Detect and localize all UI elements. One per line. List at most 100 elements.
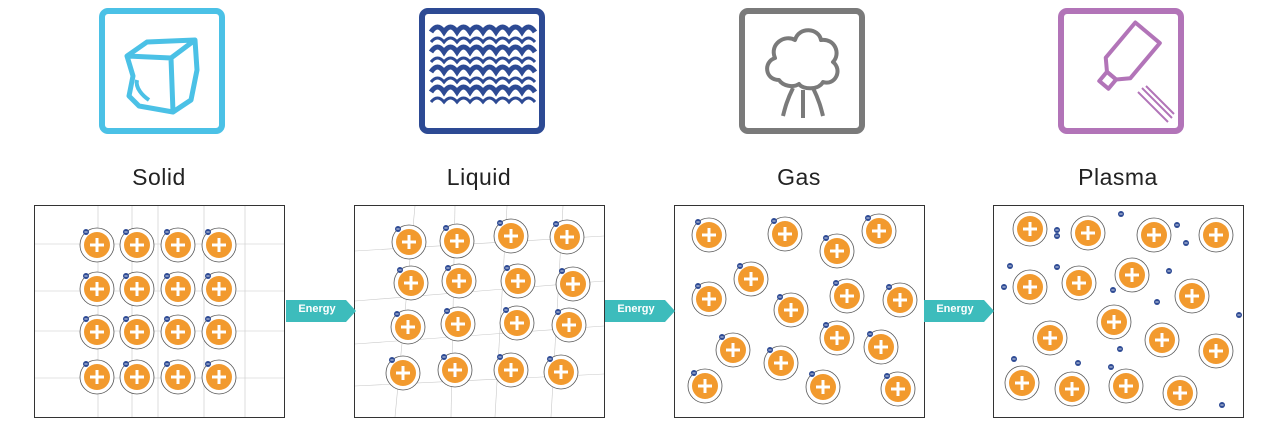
plus-sign [504, 229, 518, 243]
plus-sign [874, 340, 888, 354]
plus-sign [396, 366, 410, 380]
atom [119, 359, 155, 395]
atom [79, 359, 115, 395]
plus-sign [402, 235, 416, 249]
plus-sign [130, 325, 144, 339]
plus-sign [702, 228, 716, 242]
atom [1004, 365, 1040, 401]
atom [1012, 211, 1048, 247]
plus-sign [401, 320, 415, 334]
atom [441, 263, 477, 299]
plus-sign [1107, 315, 1121, 329]
plus-sign [1065, 382, 1079, 396]
atom [551, 307, 587, 343]
plus-sign [510, 316, 524, 330]
plus-sign [450, 234, 464, 248]
plus-sign [1155, 333, 1169, 347]
energy-label: Energy [617, 303, 655, 315]
atom [440, 306, 476, 342]
plus-sign [554, 365, 568, 379]
atom [160, 314, 196, 350]
plus-sign [1072, 276, 1086, 290]
energy-arrow: Energy [605, 300, 675, 322]
plus-sign [90, 325, 104, 339]
state-solid: Solid [33, 0, 285, 429]
plus-sign [448, 363, 462, 377]
atom [160, 359, 196, 395]
particle-panel-solid [34, 205, 285, 418]
state-label: Solid [132, 164, 186, 190]
atom [1144, 322, 1180, 358]
atom [201, 271, 237, 307]
plus-sign [212, 370, 226, 384]
atom [882, 282, 918, 318]
energy-label: Energy [936, 303, 974, 315]
atom [493, 352, 529, 388]
plus-sign [560, 230, 574, 244]
state-label: Liquid [446, 164, 512, 190]
atom [1061, 265, 1097, 301]
atom [119, 271, 155, 307]
plus-sign [171, 238, 185, 252]
atom [715, 332, 751, 368]
atom [880, 371, 916, 407]
atom [1096, 304, 1132, 340]
ice-cube-icon [99, 8, 225, 134]
plus-sign [1173, 386, 1187, 400]
plus-sign [566, 277, 580, 291]
atom [555, 266, 591, 302]
state-plasma: Plasma [992, 0, 1244, 429]
atom [549, 219, 585, 255]
state-label: Gas [777, 164, 821, 190]
plus-sign [1023, 222, 1037, 236]
waves-icon [419, 8, 545, 134]
atom [500, 263, 536, 299]
atom [861, 213, 897, 249]
plus-sign [1209, 228, 1223, 242]
atom [773, 292, 809, 328]
atom [687, 368, 723, 404]
atom [767, 216, 803, 252]
plus-sign [212, 238, 226, 252]
plus-sign [1209, 344, 1223, 358]
atom [829, 278, 865, 314]
plus-sign [774, 356, 788, 370]
plus-sign [130, 238, 144, 252]
plus-sign [1043, 331, 1057, 345]
atom [160, 271, 196, 307]
plus-sign [830, 331, 844, 345]
atom [819, 320, 855, 356]
atom [1012, 269, 1048, 305]
plus-sign [1147, 228, 1161, 242]
atom [160, 227, 196, 263]
atom [119, 227, 155, 263]
plus-sign [504, 363, 518, 377]
atom [201, 359, 237, 395]
plus-sign [171, 282, 185, 296]
atom [393, 265, 429, 301]
plus-sign [171, 325, 185, 339]
plus-sign [130, 282, 144, 296]
atom [733, 261, 769, 297]
energy-label: Energy [298, 303, 336, 315]
atom [1054, 371, 1090, 407]
plus-sign [840, 289, 854, 303]
atom [79, 227, 115, 263]
plus-sign [784, 303, 798, 317]
plus-sign [891, 382, 905, 396]
plus-sign [1185, 289, 1199, 303]
plus-sign [698, 379, 712, 393]
atom [543, 354, 579, 390]
atom [439, 223, 475, 259]
plus-sign [90, 238, 104, 252]
plus-sign [744, 272, 758, 286]
atom [437, 352, 473, 388]
plus-sign [451, 317, 465, 331]
plus-sign [1125, 268, 1139, 282]
plasma-lamp-icon [1058, 8, 1184, 134]
plus-sign [1015, 376, 1029, 390]
atom [863, 329, 899, 365]
plus-sign [872, 224, 886, 238]
plus-sign [830, 244, 844, 258]
plus-sign [511, 274, 525, 288]
